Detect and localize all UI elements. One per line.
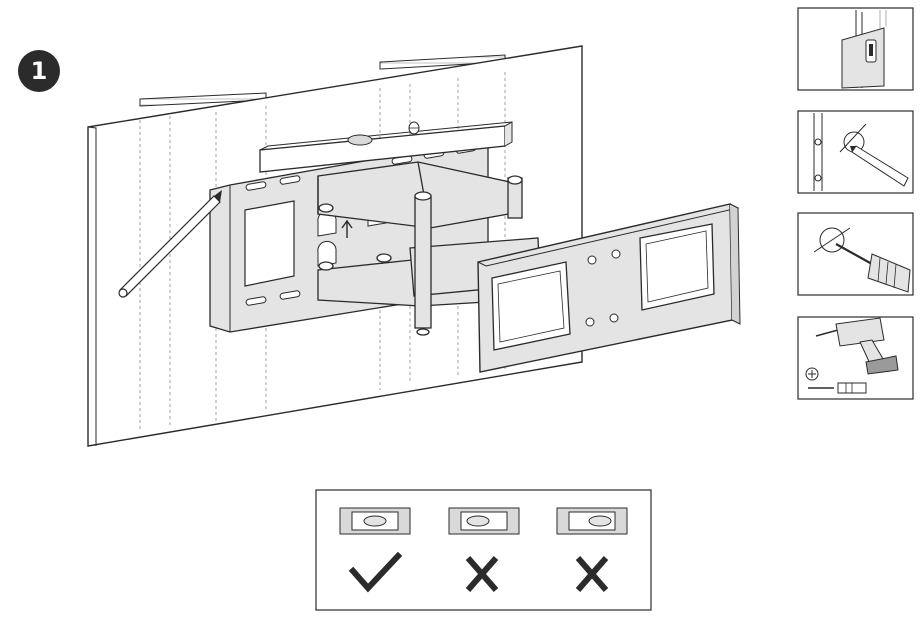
left-stud-top bbox=[139, 92, 267, 107]
tv-plate-window-right bbox=[639, 223, 715, 311]
plate-window bbox=[244, 200, 295, 287]
pivot-column bbox=[414, 195, 432, 329]
side-panels bbox=[797, 7, 914, 400]
level-wrong-left bbox=[448, 507, 520, 592]
cross-icon bbox=[575, 556, 609, 592]
check-icon bbox=[348, 551, 403, 593]
panel-drive-screws bbox=[797, 316, 914, 400]
wall-edge bbox=[87, 126, 97, 446]
bottom-slots bbox=[245, 290, 301, 306]
right-stud-top bbox=[379, 54, 506, 70]
tv-mounting-plate bbox=[477, 203, 741, 373]
step-number-badge: 1 bbox=[18, 50, 60, 92]
cross-icon bbox=[465, 556, 499, 592]
power-drill-icon bbox=[815, 317, 899, 375]
panel-drill-holes bbox=[797, 212, 914, 296]
level-check-box bbox=[315, 489, 652, 611]
bubble-level bbox=[259, 121, 513, 173]
articulating-arms bbox=[317, 161, 541, 336]
drill-bit-icon bbox=[835, 243, 873, 265]
level-vial bbox=[347, 134, 373, 146]
vesa-holes bbox=[585, 249, 621, 327]
pencil bbox=[118, 190, 222, 298]
up-arrow-icon bbox=[341, 219, 353, 238]
panel-mark-holes bbox=[797, 110, 914, 194]
tv-plate-window-left bbox=[491, 261, 571, 351]
level-correct bbox=[339, 507, 411, 593]
level-wrong-right bbox=[556, 507, 628, 592]
panel-stud-finder bbox=[797, 7, 914, 91]
